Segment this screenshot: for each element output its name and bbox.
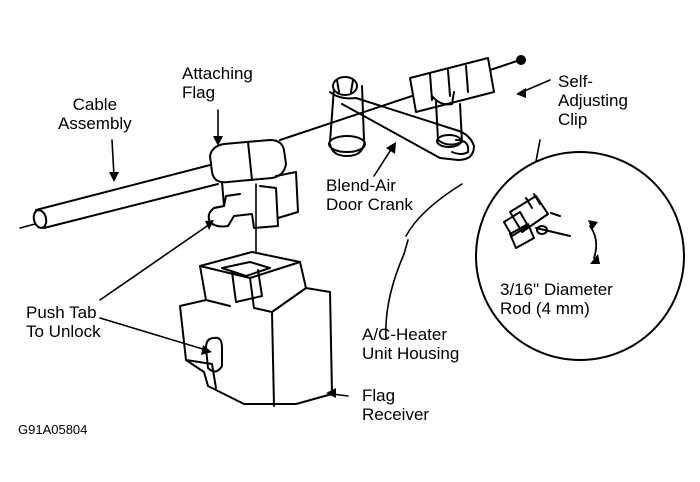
flag-receiver-label-line-1: Flag: [362, 386, 396, 405]
ac-heater-label-line-2: Unit Housing: [362, 344, 460, 363]
attaching-flag-drawing: [207, 139, 299, 229]
rod-diameter-label: 3/16" Diameter Rod (4 mm): [500, 280, 613, 318]
flag-receiver-label: Flag Receiver: [362, 386, 429, 424]
cable-assembly-label: Cable Assembly: [58, 95, 132, 133]
attaching-flag-label: Attaching Flag: [182, 64, 253, 102]
blend-air-door-crank-label: Blend-Air Door Crank: [326, 176, 413, 214]
cable-assembly-label-line-1: Cable: [72, 95, 118, 114]
detail-circle-drawing: [475, 151, 685, 361]
self-adjusting-clip-label: Self- Adjusting Clip: [558, 72, 628, 129]
rod-label-line-1: 3/16" Diameter: [500, 280, 613, 299]
push-tab-label-line-2: To Unlock: [26, 322, 101, 341]
self-adjusting-clip-drawing: [409, 57, 495, 148]
blend-air-label-line-2: Door Crank: [326, 195, 413, 214]
push-tab-label: Push Tab To Unlock: [26, 303, 101, 341]
ac-heater-unit-housing-label: A/C-Heater Unit Housing: [362, 325, 459, 363]
self-adjusting-clip-label-line-3: Clip: [558, 110, 588, 129]
ac-heater-label-line-1: A/C-Heater: [362, 325, 448, 344]
self-adjusting-clip-label-line-1: Self-: [558, 72, 593, 91]
arrowheads: [109, 88, 538, 398]
attaching-flag-label-line-2: Flag: [182, 83, 216, 102]
attaching-flag-label-line-1: Attaching: [182, 64, 253, 83]
rotation-arrowheads: [588, 220, 600, 264]
leader-lines: [99, 79, 551, 397]
self-adjusting-clip-label-line-2: Adjusting: [558, 91, 628, 110]
flag-receiver-drawing: [179, 251, 333, 407]
cable-assembly-label-line-2: Assembly: [58, 114, 132, 133]
flag-receiver-label-line-2: Receiver: [362, 405, 430, 424]
push-tab-label-line-1: Push Tab: [26, 303, 97, 322]
figure-code: G91A05804: [18, 422, 88, 437]
blend-air-label-line-1: Blend-Air: [326, 176, 396, 195]
rod-label-line-2: Rod (4 mm): [500, 299, 590, 318]
